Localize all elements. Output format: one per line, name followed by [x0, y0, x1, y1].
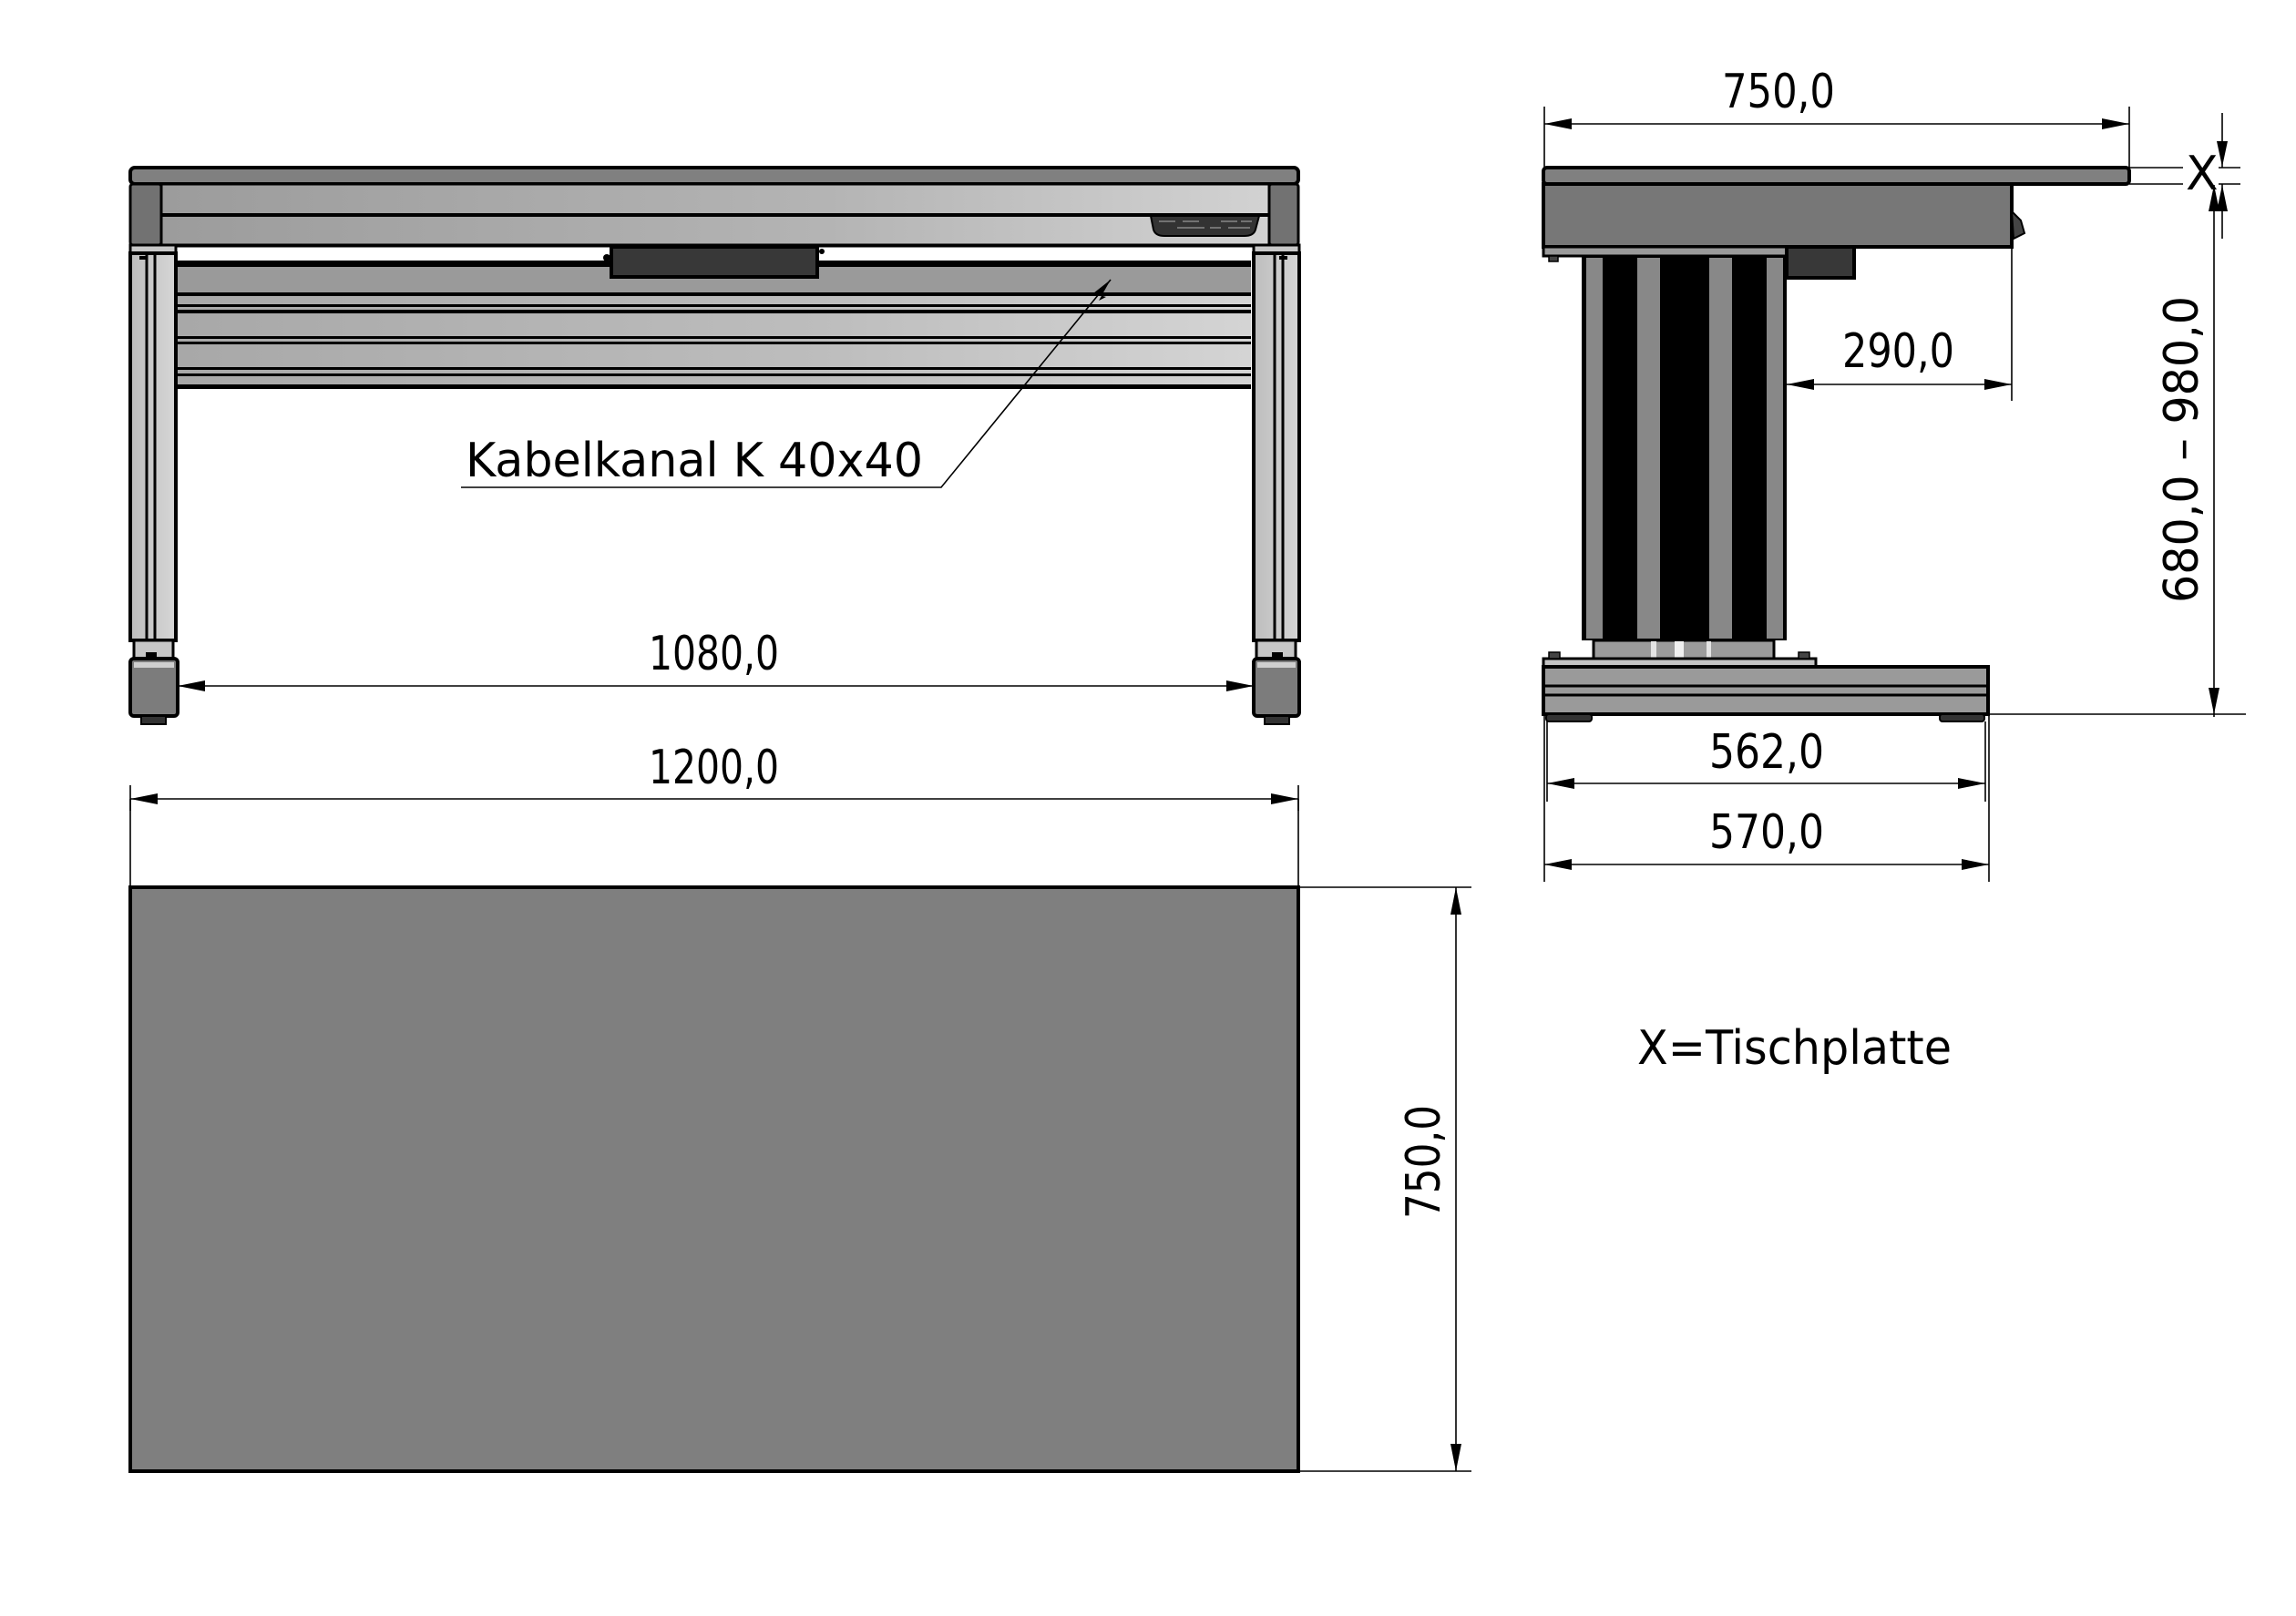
dim-height-range-text: 680,0 – 980,0 — [2155, 296, 2209, 603]
front-corner-left — [128, 182, 163, 247]
front-tabletop — [128, 166, 1300, 186]
legend-note: X=Tischplatte — [1637, 1021, 1952, 1076]
front-corner-right — [1267, 182, 1300, 247]
dim-562: 562,0 — [1546, 721, 1986, 802]
plan-view: 750,0 — [128, 799, 1471, 1473]
cable-channel-label: Kabelkanal K 40x40 — [466, 434, 923, 488]
side-view: 750,0 X 680,0 – 980,0 — [1542, 65, 2246, 882]
dim-1080-text: 1080,0 — [649, 627, 779, 681]
dim-290-text: 290,0 — [1842, 324, 1954, 379]
front-view: Kabelkanal K 40x40 1080,0 1200,0 — [128, 166, 1301, 811]
cable-channel — [178, 261, 1251, 389]
control-pad-icon — [1149, 215, 1261, 237]
dim-1200-front: 1200,0 — [129, 741, 1299, 811]
cable-channel-leader: Kabelkanal K 40x40 — [461, 279, 1112, 488]
dim-1080: 1080,0 — [178, 627, 1254, 691]
dim-side-750-text: 750,0 — [1722, 65, 1835, 119]
leg-right — [1252, 243, 1301, 725]
side-motor-box — [1785, 245, 1856, 280]
dim-570-text: 570,0 — [1709, 805, 1824, 860]
dim-562-text: 562,0 — [1709, 725, 1824, 780]
side-tabletop — [1542, 166, 2131, 186]
dim-1200-text: 1200,0 — [649, 741, 779, 795]
side-frame — [1542, 182, 2014, 249]
motor-box — [610, 245, 819, 279]
dim-290: 290,0 — [1787, 247, 2013, 401]
dim-plan-750-text: 750,0 — [1397, 1105, 1451, 1219]
lift-column — [1582, 256, 1787, 640]
dim-570: 570,0 — [1543, 714, 1990, 882]
dim-side-750: 750,0 — [1543, 65, 2130, 168]
side-base-rail — [1542, 665, 1990, 716]
dim-x-marker: X — [2129, 113, 2240, 239]
leg-left — [128, 243, 179, 725]
plan-tabletop — [128, 885, 1300, 1473]
dim-height-range: 680,0 – 980,0 — [1988, 185, 2246, 717]
